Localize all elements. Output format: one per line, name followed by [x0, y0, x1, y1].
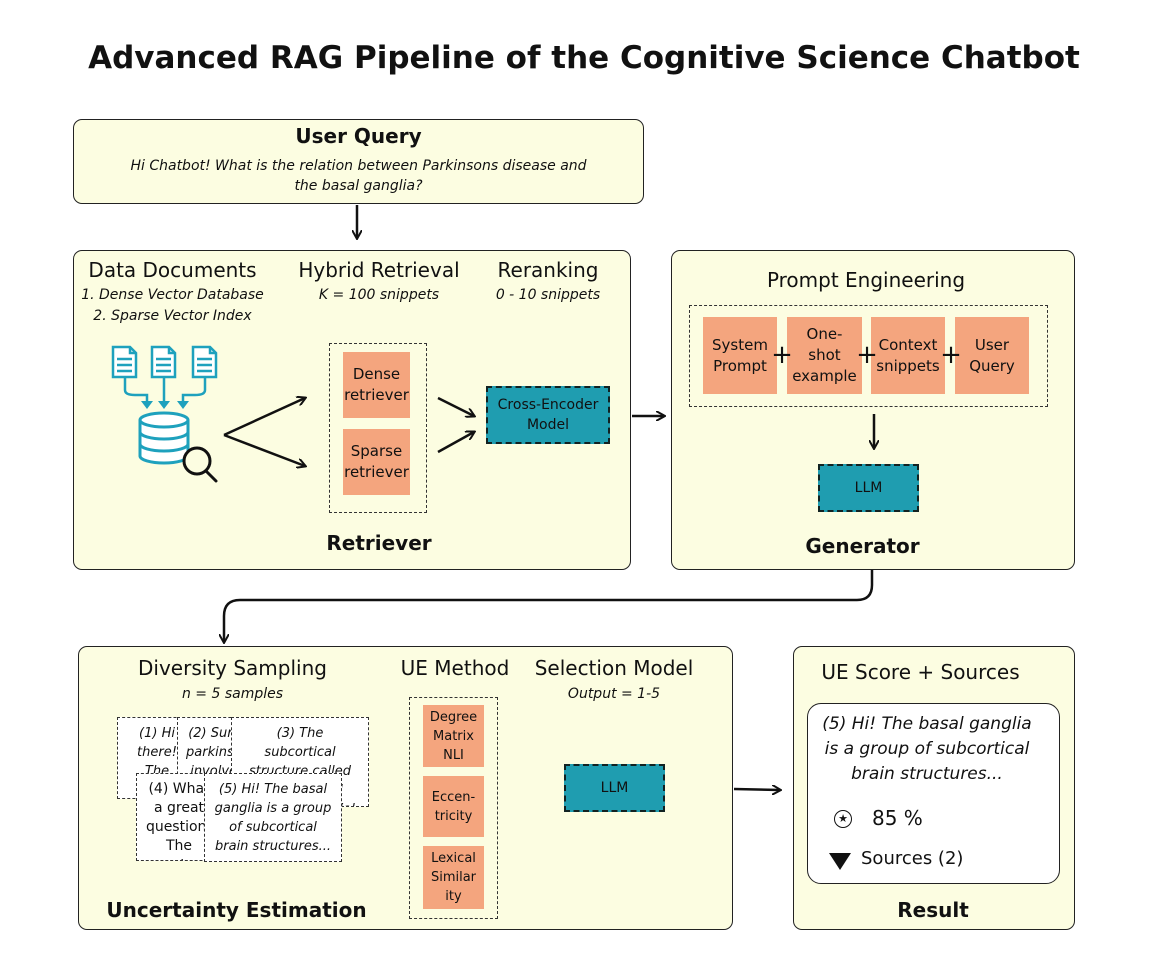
result-score: 85 % [872, 806, 923, 830]
fork-to-dense-arrow [223, 398, 305, 437]
generator-to-uncertainty-arrow [224, 570, 874, 642]
diversity-sampling-heading: Diversity Sampling [138, 656, 327, 680]
result-heading: UE Score + Sources [821, 660, 1020, 684]
fork-to-sparse-arrow [223, 433, 305, 466]
result-sources[interactable]: Sources (2) [861, 848, 964, 869]
context-snippets-box: Context snippets [871, 317, 945, 394]
eccentricity-box: Eccen-tricity [423, 776, 484, 837]
one-shot-example-box: One-shot example [787, 317, 862, 394]
user-query-heading: User Query [295, 124, 422, 148]
user-query-text: Hi Chatbot! What is the relation between… [130, 158, 587, 194]
sparse-to-reranker-arrow [437, 432, 474, 454]
retriever-label: Retriever [326, 531, 432, 555]
generator-label: Generator [805, 534, 920, 558]
magnifier-icon [182, 446, 218, 483]
star-icon: ★ [834, 810, 852, 828]
user-query-panel [73, 119, 644, 204]
result-label: Result [897, 898, 969, 922]
reranking-sub: 0 - 10 snippets [495, 287, 601, 303]
database-search-icon [111, 345, 218, 483]
selection-llm-box: LLM [564, 764, 665, 812]
uncertainty-label: Uncertainty Estimation [106, 898, 367, 922]
lexical-similarity-box: Lexical Similar ity [423, 846, 484, 909]
cross-encoder-box: Cross-Encoder Model [486, 386, 610, 444]
triangle-down-icon[interactable] [829, 853, 851, 870]
diagram-title: Advanced RAG Pipeline of the Cognitive S… [88, 40, 1080, 76]
selection-model-sub: Output = 1-5 [567, 686, 661, 702]
sample-card-5: (5) Hi! The basal ganglia is a group of … [204, 773, 342, 862]
generator-llm-box: LLM [818, 464, 919, 512]
ue-method-group [409, 697, 498, 919]
plus-icon: + [856, 340, 878, 370]
data-documents-heading: Data Documents [88, 258, 257, 282]
prompt-engineering-heading: Prompt Engineering [766, 268, 966, 292]
dense-to-reranker-arrow [437, 396, 474, 416]
degree-matrix-nli-box: Degree Matrix NLI [423, 705, 484, 767]
dense-retriever-box: Dense retriever [343, 352, 410, 418]
data-documents-line2: 2. Sparse Vector Index [93, 308, 252, 324]
system-prompt-box: System Prompt [703, 317, 777, 394]
reranking-heading: Reranking [497, 258, 599, 282]
ue-method-heading: UE Method [400, 656, 510, 680]
user-query-box: User Query [955, 317, 1029, 394]
hybrid-retrieval-sub: K = 100 snippets [318, 287, 440, 303]
plus-icon: + [771, 340, 793, 370]
sparse-retriever-box: Sparse retriever [343, 429, 410, 495]
selection-model-heading: Selection Model [534, 656, 694, 680]
uncertainty-to-result-arrow [733, 789, 780, 790]
diversity-sampling-sub: n = 5 samples [181, 686, 284, 702]
document-icon [191, 345, 218, 379]
generator-panel [671, 250, 1075, 570]
result-answer-text: (5) Hi! The basal ganglia is a group of … [822, 714, 1032, 784]
document-icon [111, 345, 138, 379]
prompt-components-group [689, 305, 1048, 407]
data-documents-line1: 1. Dense Vector Database [81, 287, 264, 303]
hybrid-retriever-group [329, 343, 427, 513]
document-icon [150, 345, 177, 379]
plus-icon: + [940, 340, 962, 370]
hybrid-retrieval-heading: Hybrid Retrieval [298, 258, 460, 282]
